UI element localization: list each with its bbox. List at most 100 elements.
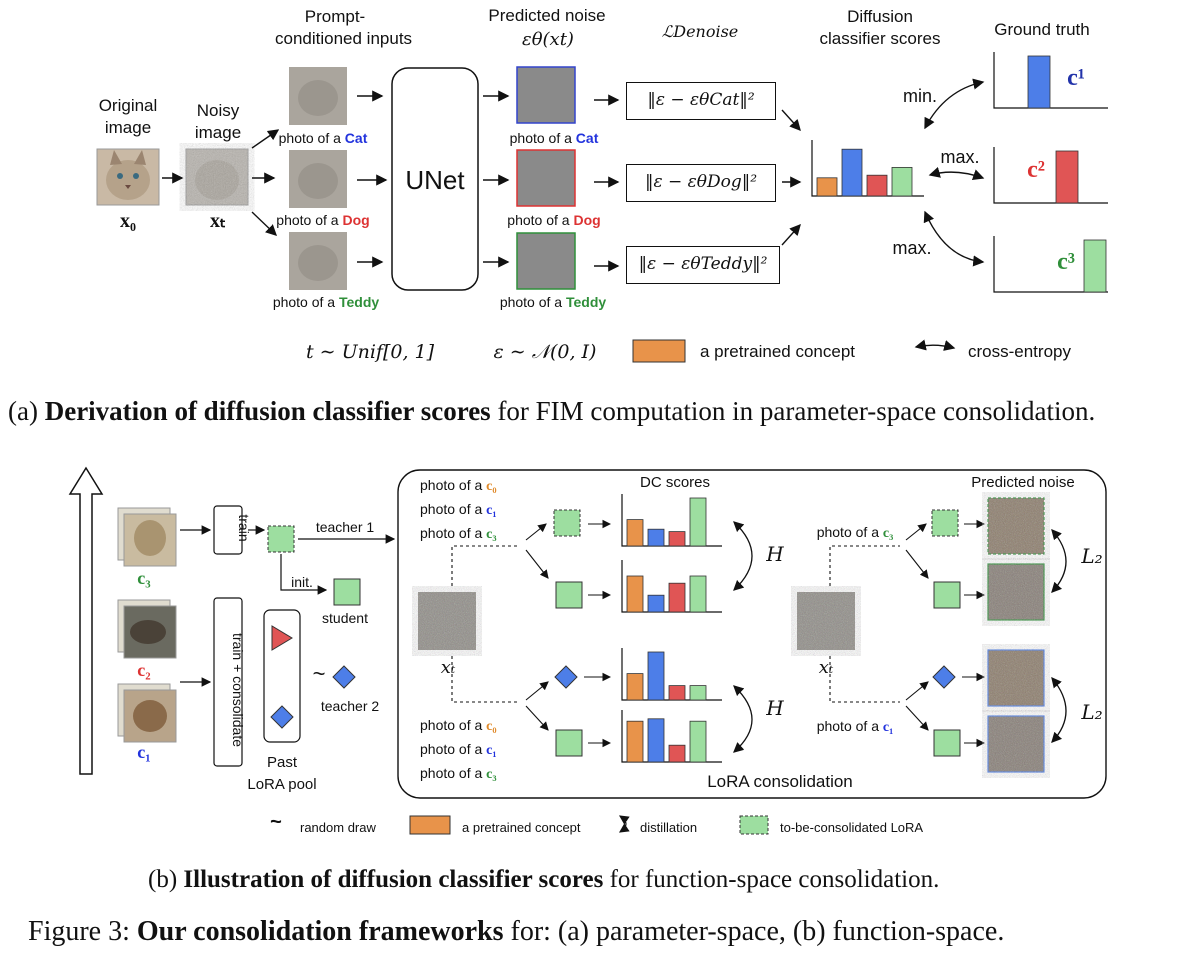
- L2-top: L₂: [1081, 544, 1103, 568]
- op-min: min.: [902, 86, 937, 106]
- legend-pretrained-swatch: [632, 339, 686, 363]
- op-max-2: max.: [940, 147, 980, 167]
- input-label-teddy: photo of a Teddy: [272, 294, 380, 310]
- legend-ce-arrow: [914, 339, 956, 351]
- train-consolidate-label: train + consolidate: [230, 632, 246, 748]
- chart-bar: [841, 148, 863, 197]
- ground-truth-chart-c3: [993, 236, 1108, 293]
- original-image-label: Original image: [98, 96, 158, 137]
- col-gt-header: Ground truth: [994, 20, 1090, 39]
- chart-axis: [621, 494, 722, 547]
- legend-pretrained-label: a pretrained concept: [700, 342, 855, 361]
- chart-bar: [1027, 55, 1051, 109]
- legend-lora-label: to-be-consolidated LoRA: [780, 820, 924, 835]
- lora-consolidation-box: [397, 469, 1107, 799]
- col-loss-math: ℒDenoise: [661, 22, 739, 41]
- input-label-cat: photo of a Cat: [278, 130, 368, 146]
- xt-label: xₜ: [210, 210, 226, 232]
- past-lora-pool-label: Past LoRA pool: [247, 754, 317, 793]
- input-label-dog: photo of a Dog: [276, 212, 370, 228]
- predicted-noise-b-header: Predicted noise: [971, 474, 1075, 491]
- branch-arrows: [525, 523, 929, 731]
- gt-label-c1: c¹: [1067, 65, 1085, 91]
- chart-bar: [626, 673, 644, 701]
- chart-bar: [668, 685, 686, 701]
- prompt-list-top: photo of a c₀ photo of a c₁ photo of a c…: [420, 477, 497, 542]
- chart-bar: [647, 594, 665, 613]
- loss-term-teddy: ‖ε − εθTeddy‖²: [626, 246, 780, 284]
- student-label: student: [322, 610, 368, 626]
- legend-b-lora-swatch: [739, 815, 769, 835]
- predicted-noise-b: [987, 497, 1045, 773]
- c1-label: c₁: [137, 742, 151, 762]
- col-dc-header: Diffusion classifier scores: [819, 7, 941, 48]
- chart-bar: [816, 177, 838, 197]
- chart-bar: [647, 651, 665, 701]
- chart-bar: [626, 720, 644, 763]
- chart-axis: [621, 560, 722, 613]
- c2-label: c₂: [137, 660, 151, 680]
- teacher1-label: teacher 1: [315, 519, 375, 535]
- noise-label-dog: photo of a Dog: [507, 212, 601, 228]
- train-consolidate-box: [213, 597, 243, 767]
- prompt-input-images: [289, 67, 347, 290]
- col-noise-header: Predicted noise: [488, 6, 606, 25]
- chart-axis: [993, 52, 1108, 109]
- xt-left-label: xₜ: [440, 657, 456, 678]
- chart-bar: [626, 575, 644, 613]
- lora-consolidation-label: LoRA consolidation: [707, 772, 853, 791]
- noisy-image-label: Noisy image: [194, 101, 242, 142]
- cross-entropy-arrows: [923, 78, 985, 267]
- gt-label-c2: c²: [1027, 157, 1045, 183]
- init-label: init.: [291, 574, 313, 590]
- panel-a-diagram: [96, 52, 1108, 363]
- chart-bar: [689, 575, 707, 613]
- teacher1-lora: [267, 525, 295, 553]
- dc-scores-header: DC scores: [639, 474, 710, 491]
- c3-label: c₃: [137, 568, 151, 588]
- x0-label: x₀: [120, 210, 136, 232]
- dc-chart-teacher-c3: [621, 494, 722, 547]
- loss-term-cat: ‖ε − εθCat‖²: [626, 82, 776, 120]
- loss-term-dog: ‖ε − εθDog‖²: [626, 164, 776, 202]
- predicted-noise-images: [516, 66, 576, 290]
- gt-label-c3: c³: [1057, 249, 1075, 275]
- noise-label-teddy: photo of a Teddy: [499, 294, 607, 310]
- teacher2-lora: [332, 665, 356, 689]
- dashed-connectors: [451, 545, 900, 703]
- L2-bottom: L₂: [1081, 700, 1103, 724]
- flow-arrows: [162, 90, 802, 272]
- dc-scores-chart: [811, 140, 924, 197]
- legend-random-tilde: ~: [270, 811, 282, 833]
- H-bottom: H: [766, 696, 784, 720]
- chart-axis: [993, 236, 1108, 293]
- legend-ce-label: cross-entropy: [968, 342, 1071, 361]
- ground-truth-chart-c1: [993, 52, 1108, 109]
- xt-right-label: xₜ: [818, 657, 834, 678]
- op-max-3: max.: [892, 238, 932, 258]
- chart-bar: [689, 497, 707, 547]
- student-lora: [333, 578, 361, 606]
- chart-bar: [668, 744, 686, 763]
- random-draw-tilde: ~: [312, 661, 326, 686]
- concept-images: [117, 507, 177, 743]
- legend-random-label: random draw: [300, 820, 376, 835]
- chart-bar: [866, 174, 888, 197]
- to-output-arrows: [584, 519, 986, 748]
- prompt-list-bottom: photo of a c₀ photo of a c₁ photo of a c…: [420, 717, 497, 782]
- teacher2-label: teacher 2: [320, 698, 380, 714]
- box2-student-c3: [933, 581, 961, 609]
- noisy-image: [185, 148, 249, 206]
- chart-bar: [1055, 150, 1079, 204]
- dc-chart-student-c3: [621, 560, 722, 613]
- legend-distill-label: distillation: [640, 820, 698, 835]
- time-arrow: [68, 466, 104, 775]
- prompt-c3-right: photo of a c₃: [816, 524, 894, 541]
- box-teacher-c3: [553, 509, 581, 537]
- H-top: H: [766, 542, 784, 566]
- legend-b-pretrained-label: a pretrained concept: [462, 820, 581, 835]
- chart-axis: [621, 710, 722, 763]
- panel-b-diagram: [68, 466, 1107, 835]
- past-lora-red-triangle: [271, 625, 293, 651]
- legend-b-distill-arrow: [619, 815, 630, 833]
